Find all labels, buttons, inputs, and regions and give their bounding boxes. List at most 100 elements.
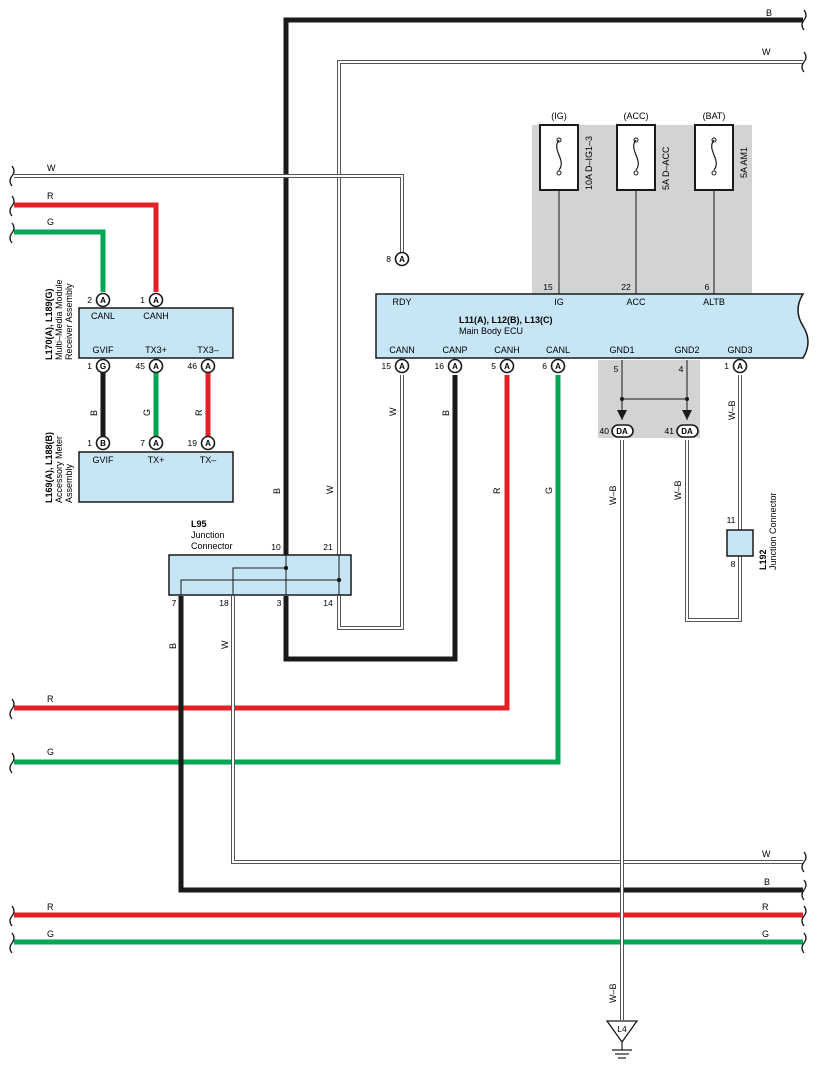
- svg-text:5: 5: [614, 364, 619, 374]
- wire-label-g-bottom-right: G: [762, 929, 769, 939]
- svg-text:ACC: ACC: [626, 297, 646, 307]
- svg-text:7: 7: [140, 438, 145, 448]
- svg-text:GND3: GND3: [727, 345, 752, 355]
- svg-text:45: 45: [136, 361, 146, 371]
- svg-text:TX–: TX–: [200, 455, 217, 465]
- svg-text:DA: DA: [681, 427, 693, 436]
- ecu-pin-gnd2: GND2 4: [674, 345, 699, 374]
- l95-desc1: Junction: [191, 530, 225, 540]
- ground-connector-40: DA 40: [600, 424, 634, 438]
- wire-label-wb-gnd3: W–B: [727, 400, 737, 420]
- fuse-group-bat: (BAT): [703, 111, 726, 121]
- wire-label-w-cann: W: [388, 407, 398, 416]
- wire-label-w-top: W: [762, 47, 771, 57]
- wire-w-left-rdy: [14, 174, 404, 262]
- wire-r-canh-ecu: [14, 375, 510, 711]
- meter-pin-txm: A 19 TX–: [188, 435, 217, 465]
- wire-b-top: [283, 17, 803, 556]
- wire-w-cann: [337, 375, 404, 630]
- svg-text:46: 46: [188, 361, 198, 371]
- wire-label-wb-gnd2: W–B: [673, 480, 683, 500]
- wire-label-r-left: R: [47, 191, 54, 201]
- ground-connector-41: DA 41: [665, 424, 699, 438]
- fuse-name-acc: 5A D–ACC: [661, 146, 671, 190]
- l95-internal: [180, 555, 340, 595]
- l95-name: L95: [191, 519, 207, 529]
- wire-label-w-bottom: W: [762, 849, 771, 859]
- l95-pin-3: 3: [277, 598, 282, 608]
- ecu-pin-acc: 22 ACC: [621, 282, 646, 307]
- svg-text:15: 15: [382, 361, 392, 371]
- svg-text:A: A: [153, 296, 159, 305]
- svg-text:1: 1: [724, 361, 729, 371]
- svg-text:DA: DA: [616, 427, 628, 436]
- ground-point-icon: [605, 1020, 639, 1059]
- mm-pin-canh: A 1 CANH: [140, 292, 169, 321]
- wire-label-b-gvif: B: [89, 410, 99, 416]
- svg-text:G: G: [100, 362, 106, 371]
- svg-text:4: 4: [679, 364, 684, 374]
- gnd-splice: [617, 360, 692, 420]
- svg-text:CANH: CANH: [494, 345, 520, 355]
- svg-text:ALTB: ALTB: [703, 297, 725, 307]
- wire-label-b-canp: B: [441, 410, 451, 416]
- main-ecu-box: [375, 293, 809, 359]
- mm-receiver-box: [78, 307, 234, 359]
- svg-text:B: B: [100, 439, 106, 448]
- l192-name: L192: [758, 549, 768, 570]
- wire-label-wb-ground: W–B: [608, 983, 618, 1003]
- svg-text:GND2: GND2: [674, 345, 699, 355]
- wire-label-r-bottom-left: R: [47, 902, 54, 912]
- svg-text:A: A: [737, 362, 743, 371]
- svg-text:16: 16: [435, 361, 445, 371]
- svg-text:CANL: CANL: [91, 311, 115, 321]
- l95-splice-2: [336, 577, 342, 583]
- svg-text:A: A: [153, 362, 159, 371]
- wire-label-r-tx: R: [194, 409, 204, 416]
- svg-text:A: A: [555, 362, 561, 371]
- svg-text:2: 2: [87, 295, 92, 305]
- ecu-pin-altb: 6 ALTB: [703, 282, 725, 307]
- l95-junction-box: [168, 554, 352, 596]
- fuse-group-ig: (IG): [551, 111, 567, 121]
- svg-text:1: 1: [140, 295, 145, 305]
- fuse-name-bat: 5A AM1: [739, 147, 749, 178]
- ecu-pin-canl: CANL A 6: [542, 345, 570, 374]
- mm-receiver-desc2: Receiver Assembly: [64, 283, 74, 360]
- svg-text:41: 41: [665, 426, 675, 436]
- l192-pin-11: 11: [727, 515, 736, 525]
- svg-text:GVIF: GVIF: [92, 345, 114, 355]
- wire-label-r-bottom-right: R: [762, 902, 769, 912]
- mm-receiver-desc1: Multi–Media Module: [54, 279, 64, 360]
- svg-text:TX3–: TX3–: [197, 345, 219, 355]
- ecu-pin-rdy: A 8 RDY: [386, 251, 412, 307]
- l95-desc2: Connector: [191, 541, 233, 551]
- wire-label-w-l95: W: [325, 485, 335, 494]
- svg-text:6: 6: [705, 282, 710, 292]
- wire-breaks: [9, 9, 807, 954]
- ecu-pin-gnd3: GND3 A 1: [724, 345, 753, 374]
- main-ecu-name: L11(A), L12(B), L13(C): [459, 315, 553, 325]
- wire-label-g-mid: G: [47, 747, 54, 757]
- wire-label-b-l95-7: B: [168, 643, 178, 649]
- svg-text:CANL: CANL: [546, 345, 570, 355]
- meter-name: L169(A), L188(B): [44, 432, 54, 503]
- svg-text:6: 6: [542, 361, 547, 371]
- ecu-pin-ig: 15 IG: [543, 282, 563, 307]
- svg-text:GND1: GND1: [609, 345, 634, 355]
- svg-text:A: A: [399, 362, 405, 371]
- wire-label-g-canl: G: [544, 487, 554, 494]
- wire-label-b-l95: B: [272, 488, 282, 494]
- wire-r-canh: [14, 202, 159, 292]
- svg-text:40: 40: [600, 426, 610, 436]
- svg-text:15: 15: [543, 282, 553, 292]
- svg-text:A: A: [100, 296, 106, 305]
- svg-text:CANN: CANN: [389, 345, 415, 355]
- wire-label-r-canh: R: [492, 487, 502, 494]
- meter-pin-gvif: B 1 GVIF: [87, 435, 114, 465]
- wire-b-canp: [283, 375, 458, 662]
- mm-pin-tx3p: TX3+ A 45: [136, 345, 167, 374]
- l95-pin-14: 14: [323, 598, 333, 608]
- svg-text:22: 22: [621, 282, 631, 292]
